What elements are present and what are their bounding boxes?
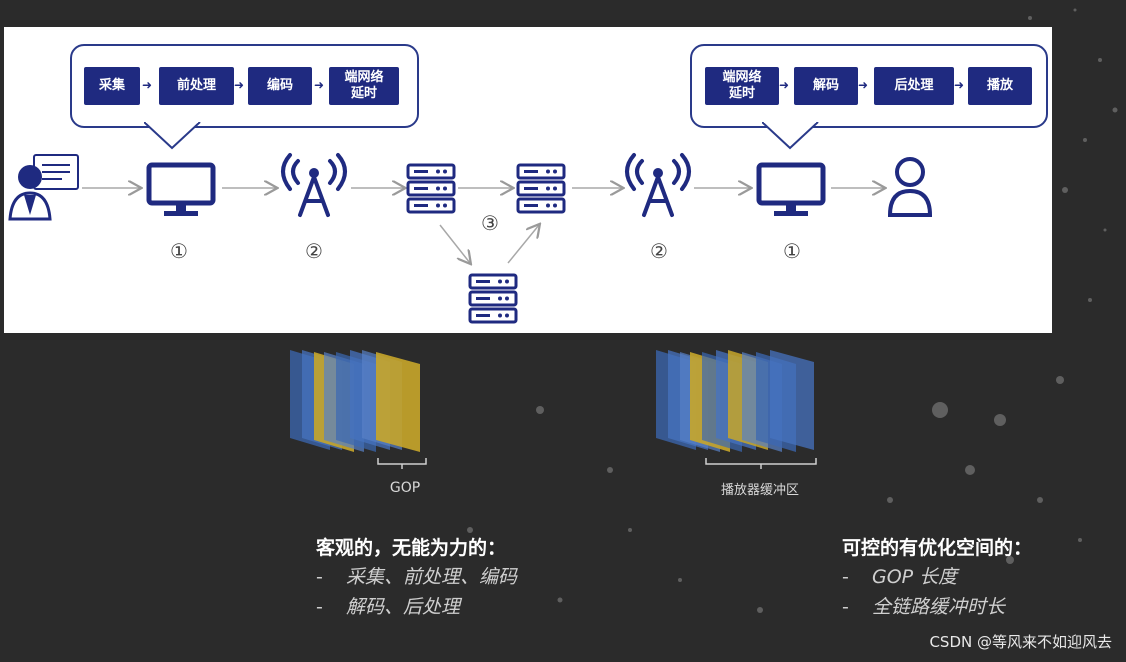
- step-preprocess: 前处理: [159, 67, 234, 105]
- controllable-item-1-text: GOP 长度: [872, 566, 958, 588]
- step-network-delay-left: 端网络 延时: [329, 67, 399, 105]
- step-capture: 采集: [84, 67, 140, 105]
- step-arrow-icon: ➜: [954, 78, 965, 92]
- step-arrow-icon: ➜: [314, 78, 325, 92]
- controllable-title: 可控的有优化空间的：: [842, 537, 1033, 559]
- uncontrollable-item-1: - 采集、前处理、编码: [316, 562, 517, 589]
- server-icon-2: [516, 163, 566, 214]
- step-arrow-icon: ➜: [858, 78, 869, 92]
- step-play: 播放: [968, 67, 1032, 105]
- uncontrollable-item-2: - 解码、后处理: [316, 592, 460, 619]
- bullet-dash: -: [316, 596, 323, 618]
- gop-brace: [377, 458, 427, 469]
- monitor-icon-right: [756, 162, 826, 216]
- gop-label: GOP: [389, 480, 421, 496]
- stage-number-3: ③: [481, 211, 499, 235]
- stage-number-1-left: ①: [170, 239, 188, 263]
- uncontrollable-item-1-text: 采集、前处理、编码: [346, 566, 518, 588]
- broadcaster-icon: [8, 154, 79, 221]
- bullet-dash: -: [316, 566, 323, 588]
- monitor-icon-left: [146, 162, 216, 216]
- gop-frame-stack: [290, 350, 420, 452]
- viewer-icon: [887, 157, 933, 217]
- step-decode: 解码: [794, 67, 858, 105]
- step-network-delay-right: 端网络 延时: [705, 67, 779, 105]
- diagram-panel: 采集 ➜ 前处理 ➜ 编码 ➜ 端网络 延时 端网络 延时 ➜ 解码 ➜ 后处理…: [4, 27, 1052, 333]
- uncontrollable-title: 客观的，无能为力的：: [316, 537, 507, 559]
- player-buffer-brace: [705, 458, 817, 469]
- stage-number-1-right: ①: [783, 239, 801, 263]
- server-icon-1: [406, 163, 456, 214]
- flow-arrows: [82, 27, 1052, 333]
- controllable-item-2-text: 全链路缓冲时长: [872, 596, 1006, 618]
- left-callout-tail: [144, 122, 201, 150]
- bullet-dash: -: [842, 566, 849, 588]
- controllable-item-1: - GOP 长度: [842, 562, 957, 589]
- stage-number-2-left: ②: [305, 239, 323, 263]
- right-callout-tail: [762, 122, 819, 150]
- step-arrow-icon: ➜: [234, 78, 245, 92]
- player-buffer-label: 播放器缓冲区: [720, 483, 799, 498]
- step-arrow-icon: ➜: [142, 78, 153, 92]
- controllable-item-2: - 全链路缓冲时长: [842, 592, 1005, 619]
- tower-icon-right: [625, 153, 691, 217]
- step-encode: 编码: [248, 67, 312, 105]
- bullet-dash: -: [842, 596, 849, 618]
- uncontrollable-item-2-text: 解码、后处理: [346, 596, 461, 618]
- step-arrow-icon: ➜: [779, 78, 790, 92]
- tower-icon-left: [281, 153, 347, 217]
- step-postprocess: 后处理: [874, 67, 954, 105]
- stage-number-2-right: ②: [650, 239, 668, 263]
- player-buffer-frame-stack: [656, 350, 814, 452]
- server-icon-3: [468, 273, 518, 324]
- watermark: CSDN @等风来不如迎风去: [929, 633, 1112, 651]
